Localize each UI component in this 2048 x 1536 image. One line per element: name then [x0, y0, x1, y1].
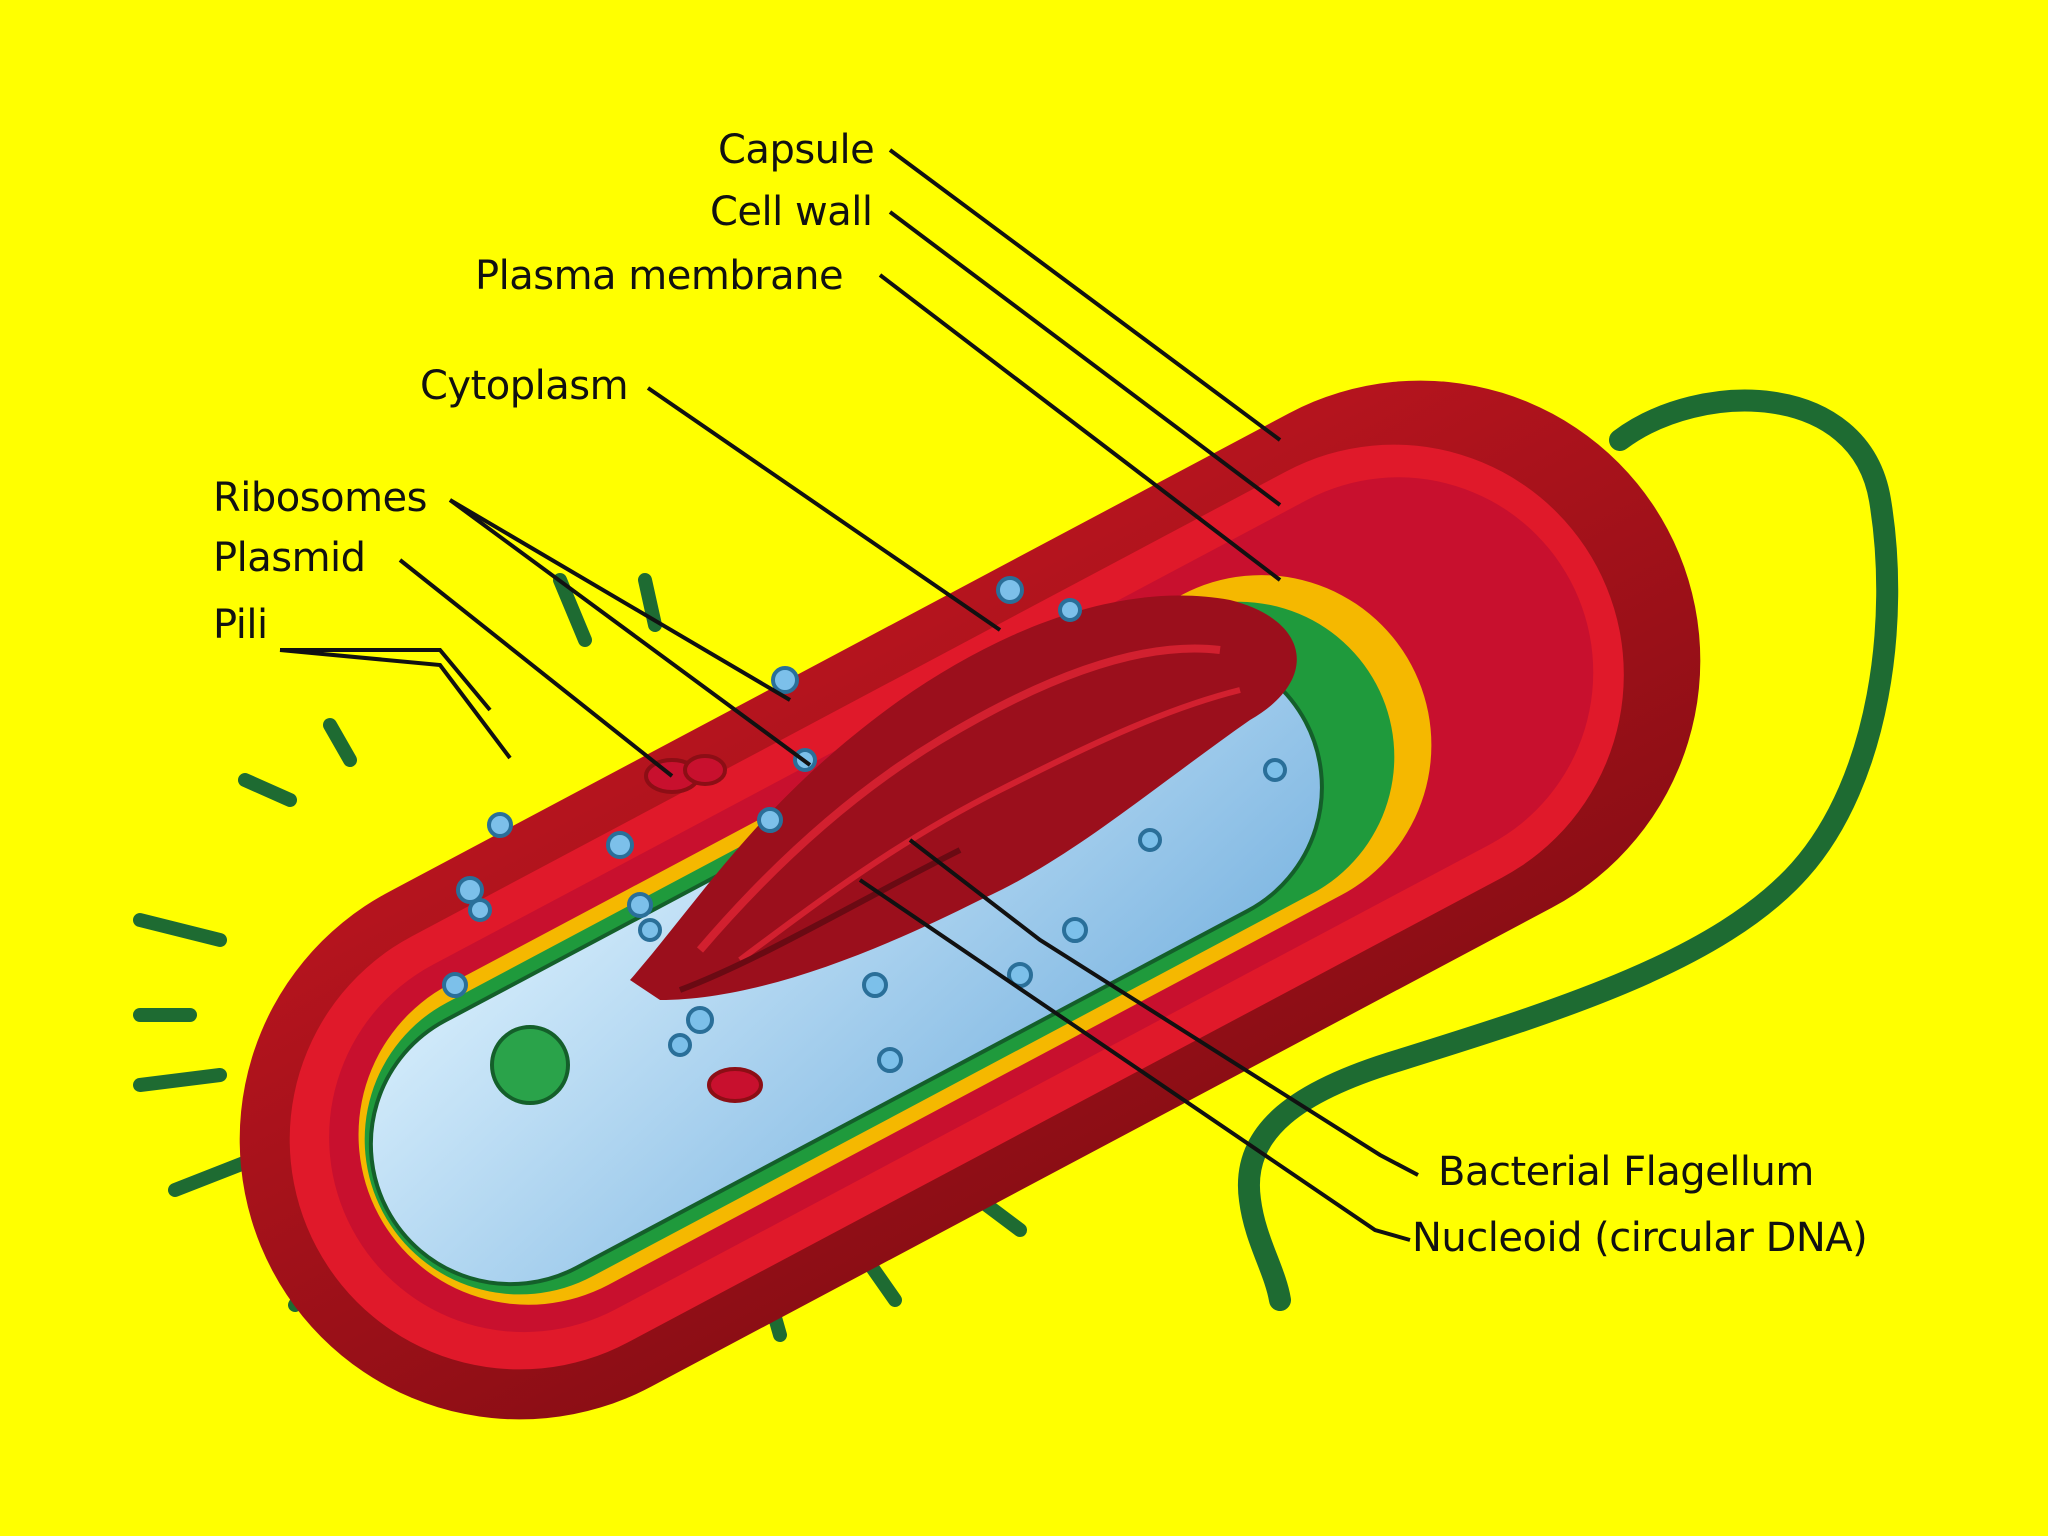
ribosomes-label: Ribosomes: [213, 475, 428, 521]
plasma-membrane-label: Plasma membrane: [475, 253, 844, 299]
granule-shape: [490, 1025, 570, 1105]
capsule-label: Capsule: [718, 127, 875, 173]
cell-wall-label: Cell wall: [710, 189, 873, 235]
cytoplasm-label: Cytoplasm: [420, 363, 629, 409]
plasmid-label: Plasmid: [213, 535, 366, 581]
leader-lines: [279, 148, 1419, 1242]
nucleoid-shape: [630, 595, 1297, 1000]
flagellum-label: Bacterial Flagellum: [1438, 1149, 1814, 1195]
pili-label: Pili: [213, 602, 268, 648]
flagellum-shape: [1237, 389, 1899, 1311]
nucleoid-label: Nucleoid (circular DNA): [1412, 1215, 1868, 1261]
